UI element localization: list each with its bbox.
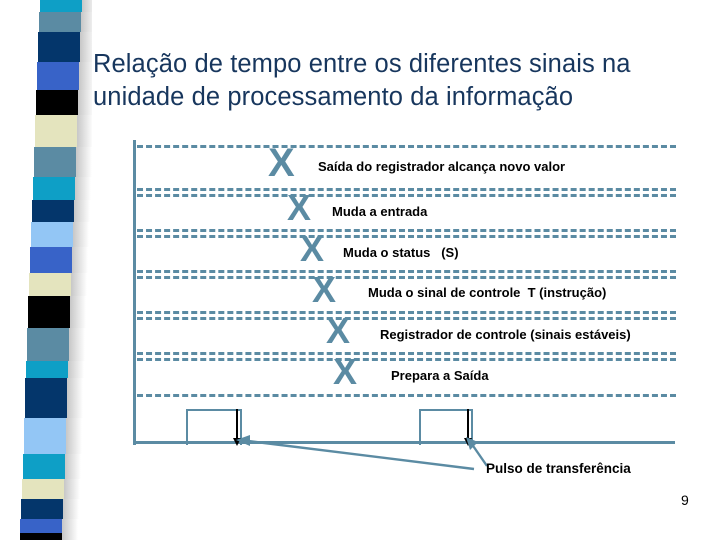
page-number: 9 (681, 492, 689, 508)
signal-line-bottom (137, 311, 676, 314)
signal-line-top (137, 276, 676, 279)
signal-line-top (137, 194, 676, 197)
stripe-block (21, 499, 63, 519)
stripe-block (39, 12, 81, 32)
stripe-block (38, 32, 80, 62)
signal-transition-x-icon: X (333, 351, 358, 393)
signal-label: Muda o sinal de controle T (instrução) (368, 285, 607, 300)
signal-line-top (137, 145, 676, 148)
stripe-block (40, 0, 82, 12)
signal-line-bottom (137, 394, 676, 397)
signal-transition-x-icon: X (312, 268, 337, 310)
stripe-block (31, 222, 73, 247)
stripe-block (20, 533, 62, 540)
stripe-block (29, 273, 71, 296)
signal-label: Muda o status (S) (343, 245, 459, 260)
signal-label: Saída do registrador alcança novo valor (318, 159, 566, 174)
signal-line-top (137, 317, 676, 320)
clock-pulse (186, 409, 242, 445)
signal-transition-x-icon: X (268, 140, 295, 185)
stripe-block (26, 361, 68, 378)
pulse-caption-label: Pulso de transferência (486, 461, 631, 476)
stripe-block (36, 90, 78, 115)
stripe-block (32, 200, 74, 222)
diagram-baseline (133, 441, 675, 444)
stripe-block (20, 519, 62, 533)
signal-transition-x-icon: X (300, 227, 325, 269)
stripe-block (30, 247, 72, 273)
callout-line-left (239, 438, 475, 471)
signal-transition-x-icon: X (326, 309, 351, 351)
stripe-block (25, 378, 67, 418)
stripe-block (22, 479, 64, 499)
stripe-block (33, 177, 75, 200)
signal-label: Prepara a Saída (391, 368, 489, 383)
signal-line-bottom (137, 229, 676, 232)
signal-line-bottom (137, 352, 676, 355)
stripe-block (37, 62, 79, 90)
stripe-block (23, 454, 65, 479)
stripe-block (28, 296, 70, 328)
callout-arrowhead-left (236, 435, 250, 446)
falling-edge-arrow-icon (233, 409, 241, 446)
signal-label: Registrador de controle (sinais estáveis… (380, 327, 631, 342)
signal-line-top (137, 358, 676, 361)
signal-line-top (137, 235, 676, 238)
signal-transition-x-icon: X (287, 186, 312, 228)
diagram-vertical-axis (133, 140, 136, 445)
stripe-block (35, 115, 77, 147)
callout-arrowhead-right (466, 437, 478, 450)
stripe-block (24, 418, 66, 454)
signal-label: Muda a entrada (332, 204, 428, 219)
clock-pulse (419, 409, 473, 445)
stripe-block (27, 328, 69, 361)
page-title: Relação de tempo entre os diferentes sin… (93, 50, 631, 111)
signal-line-bottom (137, 270, 676, 273)
signal-line-bottom (137, 188, 676, 191)
stripe-block (34, 147, 76, 177)
